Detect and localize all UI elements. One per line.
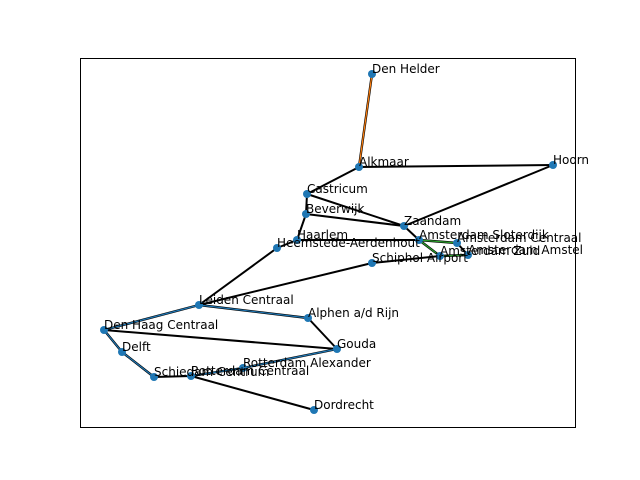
node-alphen — [304, 314, 312, 322]
label-ams-sloterdijk: Amsterdam Sloterdijk — [419, 228, 549, 242]
node-zaandam — [400, 222, 408, 230]
edge-den-helder-alkmaar — [358, 73, 373, 168]
edge-beverwijk-zaandam — [305, 213, 405, 227]
label-leiden: Leiden Centraal — [199, 293, 294, 307]
edge-ams-zuid-schiphol — [371, 255, 441, 264]
label-ams-zuid: Amsterdam Zuid — [440, 244, 540, 258]
edge-ams-amstel-ams-zuid — [439, 254, 469, 257]
node-heemstede — [273, 244, 281, 252]
edge-heemstede-leiden — [198, 247, 278, 306]
node-rdam-centraal — [187, 372, 195, 380]
edge-leiden-alphen — [198, 304, 309, 319]
edge-rdam-centraal-rdam-alexander — [190, 367, 244, 377]
node-beverwijk — [302, 210, 310, 218]
node-alkmaar — [355, 163, 363, 171]
node-gouda — [333, 345, 341, 353]
label-dordrecht: Dordrecht — [314, 398, 374, 412]
label-den-haag: Den Haag Centraal — [104, 318, 218, 332]
node-layer — [100, 70, 557, 414]
label-alkmaar: Alkmaar — [359, 155, 409, 169]
node-rdam-alexander — [239, 364, 247, 372]
label-rdam-alexander: Rotterdam Alexander — [243, 356, 371, 370]
edge-layer — [102, 72, 554, 411]
label-rdam-centraal: Rotterdam Centraal — [191, 364, 309, 378]
edge-castricum-zaandam — [306, 193, 405, 227]
edge-den-haag-gouda — [103, 329, 338, 350]
edge-rdam-alexander-gouda — [242, 348, 338, 369]
edge-rdam-centraal-dordrecht — [190, 375, 315, 411]
edge-alkmaar-hoorn — [358, 164, 554, 168]
label-schiphol: Schiphol Airport — [372, 251, 468, 265]
edge-alkmaar-castricum — [306, 166, 360, 195]
node-leiden — [195, 301, 203, 309]
edge-hoorn-zaandam — [403, 164, 554, 227]
node-schiphol — [368, 259, 376, 267]
label-ams-centraal: Amsterdam Centraal — [457, 231, 581, 245]
label-schiedam: Schiedam Centrum — [154, 365, 269, 379]
node-den-haag — [100, 326, 108, 334]
node-ams-zuid — [436, 252, 444, 260]
label-den-helder: Den Helder — [372, 62, 440, 76]
node-ams-amstel — [464, 251, 472, 259]
node-dordrecht — [310, 406, 318, 414]
edge-ams-sloterdijk-ams-zuid — [418, 239, 441, 257]
node-den-helder — [368, 70, 376, 78]
node-castricum — [303, 190, 311, 198]
node-schiedam — [150, 373, 158, 381]
label-delft: Delft — [122, 340, 151, 354]
label-gouda: Gouda — [337, 337, 376, 351]
node-ams-centraal — [453, 239, 461, 247]
node-delft — [118, 348, 126, 356]
edge-beverwijk-haarlem — [296, 213, 307, 241]
edge-schiphol-leiden — [198, 262, 373, 306]
edge-den-haag-delft — [103, 329, 123, 353]
label-ams-amstel: Amsterdam Amstel — [468, 243, 583, 257]
label-haarlem: Haarlem — [297, 228, 348, 242]
label-alphen: Alphen a/d Rijn — [308, 306, 399, 320]
label-castricum: Castricum — [307, 182, 368, 196]
plot-frame — [80, 58, 576, 428]
node-haarlem — [293, 236, 301, 244]
node-ams-sloterdijk — [415, 236, 423, 244]
edge-delft-schiedam — [121, 351, 155, 378]
edge-schiedam-rdam-centraal — [153, 375, 192, 378]
node-hoorn — [549, 161, 557, 169]
edge-alphen-gouda — [307, 317, 338, 350]
label-zaandam: Zaandam — [404, 214, 461, 228]
edge-leiden-den-haag — [103, 304, 200, 331]
label-beverwijk: Beverwijk — [306, 202, 365, 216]
label-hoorn: Hoorn — [553, 153, 589, 167]
label-heemstede: Heemstede-Aerdenhout — [277, 236, 420, 250]
edge-ams-sloterdijk-ams-centraal — [418, 239, 458, 244]
